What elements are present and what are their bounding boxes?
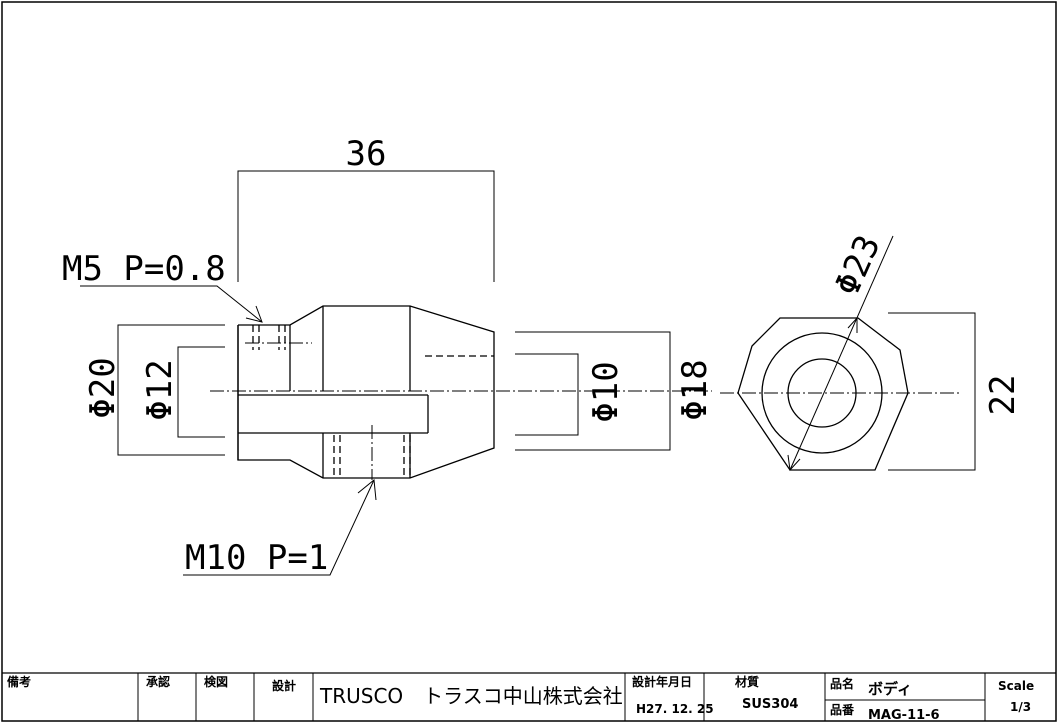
dim-36-text: 36 — [346, 134, 387, 174]
end-view: Φ23 22 — [720, 229, 1023, 472]
tb-scale-label: Scale — [998, 679, 1034, 693]
dim-phi12-text: Φ12 — [140, 359, 180, 420]
dim-phi23-arrow-bottom — [787, 454, 801, 472]
m10-leader-arrow — [357, 479, 377, 501]
tb-scale: 1/3 — [1010, 700, 1031, 714]
dim-phi20-text: Φ20 — [83, 357, 123, 418]
title-block: 備考 承認 検図 設計 TRUSCO トラスコ中山株式会社 設計年月日 H27.… — [2, 672, 1056, 723]
dim-phi18-text: Φ18 — [675, 359, 715, 420]
tb-part-name: ボディ — [868, 680, 912, 698]
dim-phi23-arrow-top — [847, 316, 858, 333]
tb-design-date: H27. 12. 25 — [636, 702, 714, 716]
dim-22-bracket — [888, 312, 976, 471]
dim-36-bracket — [237, 170, 495, 282]
tb-approved-label: 承認 — [146, 674, 170, 689]
dim-phi20-bracket — [117, 324, 225, 456]
m5-leader-line — [80, 285, 263, 323]
dim-phi23-line — [789, 235, 894, 471]
tb-design-date-label: 設計年月日 — [632, 674, 692, 689]
tb-part-no: MAG-11-6 — [868, 708, 940, 723]
tb-part-no-label: 品番 — [830, 702, 855, 717]
m5-leader-arrow — [245, 305, 263, 323]
dim-phi18-bracket — [515, 331, 671, 451]
dim-phi23-text: Φ23 — [827, 229, 889, 301]
dim-phi12-bracket — [177, 346, 225, 438]
body-outline — [237, 305, 495, 479]
dim-22-text: 22 — [983, 375, 1023, 416]
outer-circle — [761, 332, 883, 454]
tb-designed-label: 設計 — [272, 678, 296, 693]
m10-thread-label: M10 P=1 — [185, 538, 328, 578]
tb-remarks-label: 備考 — [7, 674, 31, 689]
tb-material-label: 材質 — [734, 674, 759, 689]
dim-phi10-text: Φ10 — [586, 361, 626, 422]
m5-thread-label: M5 P=0.8 — [62, 249, 226, 289]
hex-outline — [737, 317, 909, 471]
inner-circle — [787, 358, 857, 428]
side-view: 36 Φ20 Φ12 Φ10 Φ18 M5 P=0.8 M10 P=1 — [62, 134, 715, 578]
tb-material: SUS304 — [742, 697, 798, 712]
m10-leader-line — [183, 479, 375, 576]
dim-phi10-bracket — [515, 353, 579, 436]
tb-part-name-label: 品名 — [830, 676, 854, 691]
tb-company: TRUSCO トラスコ中山株式会社 — [319, 684, 623, 708]
tb-checked-label: 検図 — [204, 674, 228, 689]
